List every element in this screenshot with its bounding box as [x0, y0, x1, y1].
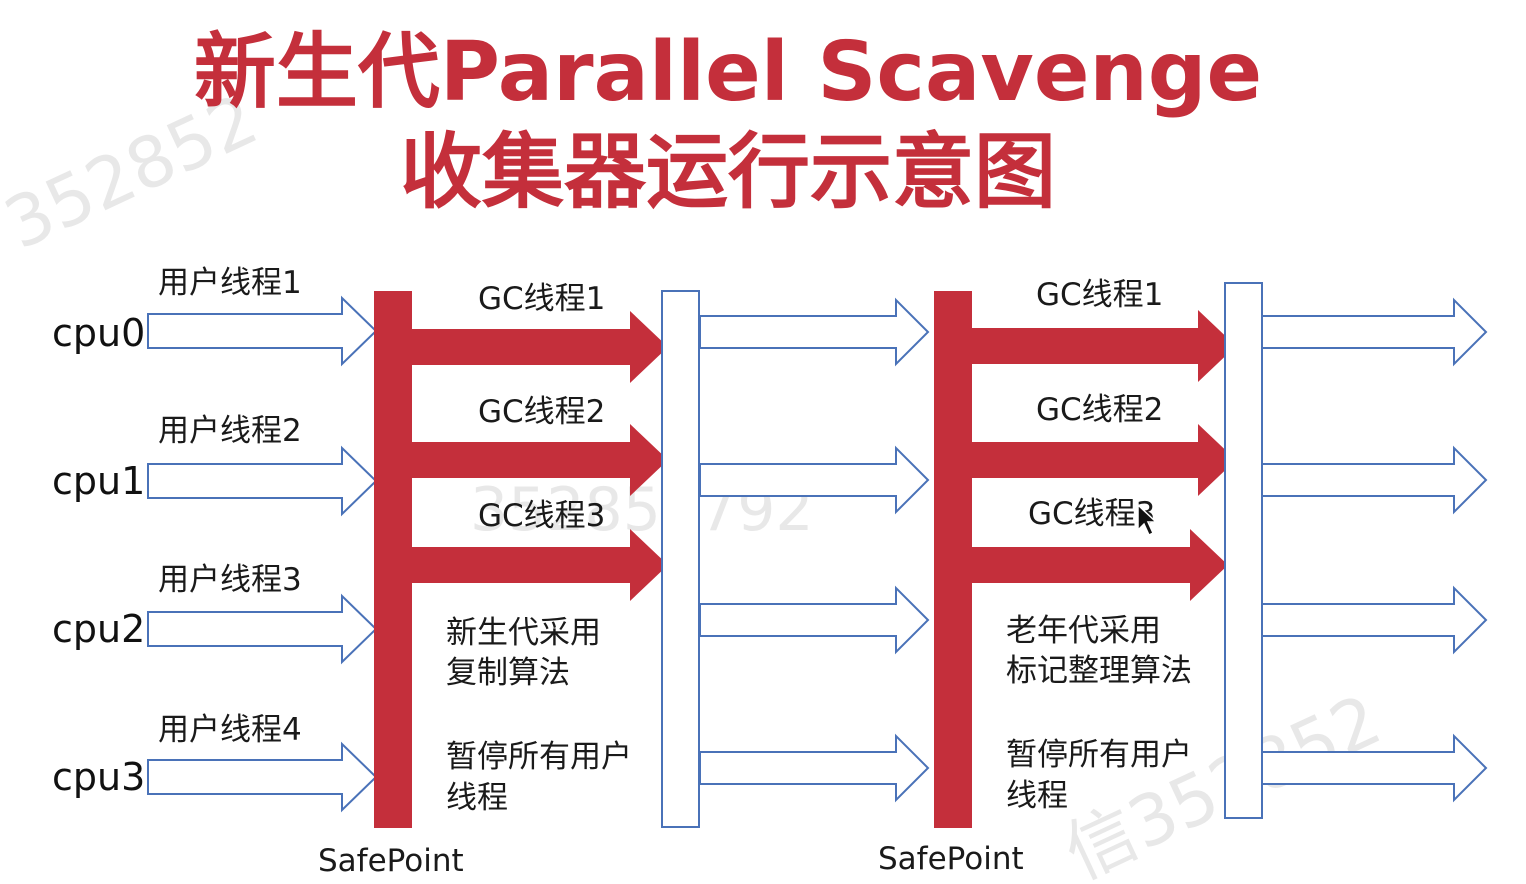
user-thread-label-3: 用户线程3 — [158, 562, 302, 598]
cpu-label-1: cpu1 — [52, 459, 145, 503]
cpu-label-2: cpu2 — [52, 607, 145, 651]
algo-note-phase2-line1: 老年代采用 — [1006, 613, 1161, 649]
user-thread-arrow-mid-3 — [699, 733, 930, 803]
user-thread-label-2: 用户线程2 — [158, 413, 302, 449]
gc-thread-label-phase2-1: GC线程1 — [1036, 277, 1163, 313]
gc-thread-label-phase1-2: GC线程2 — [478, 394, 605, 430]
pause-note-phase2-line1: 暂停所有用户 — [1006, 737, 1192, 773]
user-thread-label-1: 用户线程1 — [158, 265, 302, 301]
gc-thread-label-phase2-2: GC线程2 — [1036, 392, 1163, 428]
cpu-label-3: cpu3 — [52, 755, 145, 799]
gc-arrow-phase2-3 — [972, 529, 1228, 601]
gc-thread-label-phase1-1: GC线程1 — [478, 281, 605, 317]
title-line-2: 收集器运行示意图 — [400, 125, 1056, 220]
safepoint-label-2: SafePoint — [878, 841, 1024, 877]
user-thread-arrow-1 — [147, 445, 378, 517]
gc-thread-label-phase1-3: GC线程3 — [478, 498, 605, 534]
gc-arrow-phase2-1 — [972, 310, 1236, 382]
algo-note-phase1-line2: 复制算法 — [446, 655, 570, 691]
gc-arrow-phase1-3 — [412, 529, 668, 601]
resume-bar-2 — [1224, 282, 1263, 819]
user-thread-arrow-after-1 — [1261, 445, 1488, 515]
user-thread-arrow-after-3 — [1261, 733, 1488, 803]
user-thread-arrows-after — [1261, 297, 1488, 803]
user-thread-arrow-mid-2 — [699, 585, 930, 655]
user-thread-arrow-after-2 — [1261, 585, 1488, 655]
user-thread-arrow-after-0 — [1261, 297, 1488, 367]
algo-note-phase2-line2: 标记整理算法 — [1006, 653, 1192, 689]
pause-note-phase2-line2: 线程 — [1006, 778, 1068, 814]
pause-note-phase1-line2: 线程 — [446, 780, 508, 816]
mouse-cursor-icon — [1137, 503, 1158, 537]
user-thread-arrows-middle — [699, 297, 930, 803]
gc-arrow-phase2-2 — [972, 424, 1236, 496]
user-thread-arrow-3 — [147, 741, 378, 813]
user-thread-arrow-2 — [147, 593, 378, 665]
safepoint-bar-2 — [934, 291, 972, 828]
user-thread-labels: 用户线程1 用户线程2 用户线程3 用户线程4 — [158, 265, 302, 748]
gc-arrow-phase1-1 — [412, 311, 668, 383]
title-line-1: 新生代Parallel Scavenge — [194, 25, 1262, 120]
cpu-labels: cpu0 cpu1 cpu2 cpu3 — [52, 311, 145, 799]
user-thread-arrow-0 — [147, 295, 378, 367]
safepoint-bar-1 — [374, 291, 412, 828]
cpu-label-0: cpu0 — [52, 311, 145, 355]
user-thread-arrows-before — [147, 295, 378, 813]
pause-note-phase1-line1: 暂停所有用户 — [446, 739, 632, 775]
gc-arrows-phase-2 — [972, 310, 1236, 601]
gc-arrow-phase1-2 — [412, 424, 668, 496]
algo-note-phase1-line1: 新生代采用 — [446, 615, 601, 651]
safepoint-label-1: SafePoint — [318, 843, 464, 879]
gc-thread-label-phase2-3: GC线程3 — [1028, 496, 1155, 532]
resume-bar-1 — [661, 290, 700, 828]
user-thread-arrow-mid-1 — [699, 445, 930, 515]
user-thread-arrow-mid-0 — [699, 297, 930, 367]
gc-arrows-phase-1 — [412, 311, 668, 601]
user-thread-label-4: 用户线程4 — [158, 712, 302, 748]
